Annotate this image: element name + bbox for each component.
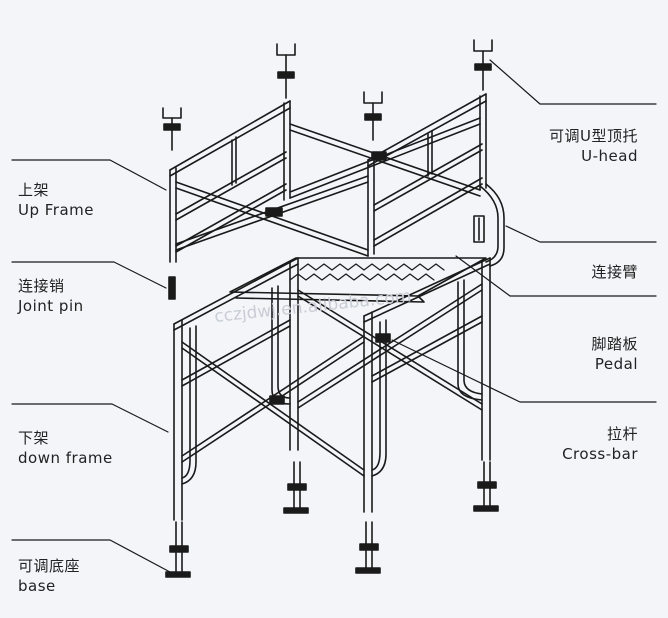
down-frame-drawing [173, 257, 491, 521]
label-cross-bar: 拉杆 Cross-bar [562, 424, 638, 464]
label-down-frame-zh: 下架 [18, 429, 50, 447]
label-u-head: 可调U型顶托 U-head [549, 126, 638, 166]
label-up-frame-zh: 上架 [18, 181, 50, 199]
label-joint-pin: 连接销 Joint pin [18, 276, 84, 316]
label-u-head-zh: 可调U型顶托 [549, 127, 638, 145]
label-pedal-zh: 脚踏板 [591, 335, 638, 353]
label-joint-pin-en: Joint pin [18, 297, 84, 315]
label-up-frame: 上架 Up Frame [18, 180, 94, 220]
label-connecting-arm: 连接臂 [591, 262, 638, 282]
label-connecting-arm-zh: 连接臂 [591, 263, 638, 281]
label-base-en: base [18, 577, 56, 595]
label-cross-bar-zh: 拉杆 [606, 425, 638, 443]
label-joint-pin-zh: 连接销 [18, 277, 65, 295]
label-down-frame-en: down frame [18, 449, 113, 467]
label-base-zh: 可调底座 [18, 557, 81, 575]
label-u-head-en: U-head [581, 147, 638, 165]
up-frame-drawing [162, 39, 493, 263]
label-down-frame: 下架 down frame [18, 428, 113, 468]
leader-lines [11, 59, 657, 573]
connecting-arm-drawing [473, 183, 505, 267]
label-base: 可调底座 base [18, 556, 80, 596]
label-cross-bar-en: Cross-bar [562, 445, 638, 463]
label-up-frame-en: Up Frame [18, 201, 95, 219]
label-pedal: 脚踏板 Pedal [591, 334, 638, 374]
label-pedal-en: Pedal [594, 355, 638, 373]
joint-pin-drawing [168, 276, 176, 300]
base-drawing [165, 461, 499, 578]
